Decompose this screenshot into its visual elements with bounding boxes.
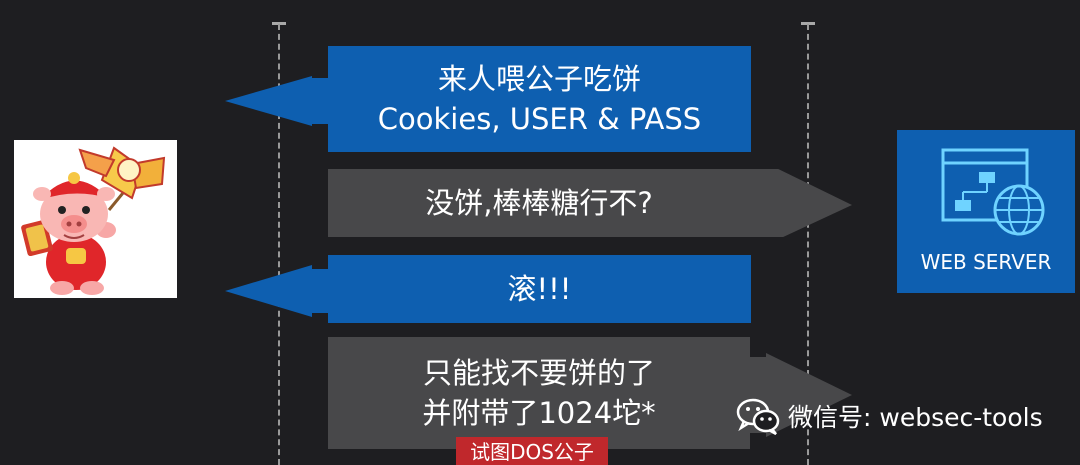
message-request-line-2: Cookies, USER & PASS bbox=[377, 102, 702, 136]
wechat-watermark: 微信号: websec-tools bbox=[736, 396, 1043, 436]
server-lifeline bbox=[807, 24, 809, 465]
message-reject-line-1: 滚!!! bbox=[507, 272, 572, 306]
arrow-left-shape bbox=[225, 46, 751, 152]
arrow-right-shape bbox=[328, 337, 852, 449]
pig-mascot-image bbox=[21, 146, 166, 295]
message-request-line-1: 来人喂公子吃饼 bbox=[437, 62, 641, 96]
message-reply-line-1: 没饼,棒棒糖行不? bbox=[425, 186, 653, 220]
sitemap-globe-icon bbox=[941, 148, 1045, 236]
dos-note: 试图DOS公子 bbox=[456, 437, 608, 465]
client-avatar bbox=[14, 140, 177, 298]
arrow-right-shape bbox=[328, 169, 852, 237]
client-lifeline bbox=[278, 24, 280, 465]
message-request: 来人喂公子吃饼 Cookies, USER & PASS bbox=[225, 46, 751, 152]
arrow-left-shape bbox=[225, 255, 751, 323]
watermark-text: 微信号: websec-tools bbox=[788, 403, 1043, 432]
client-lifeline-cap bbox=[272, 22, 286, 25]
message-reply: 没饼,棒棒糖行不? bbox=[328, 169, 852, 237]
server-lifeline-cap bbox=[801, 22, 815, 25]
wechat-icon bbox=[736, 398, 780, 435]
web-server: WEB SERVER bbox=[897, 130, 1075, 293]
message-dos-line-2: 并附带了1024坨* bbox=[422, 396, 656, 430]
message-dos: 只能找不要饼的了 并附带了1024坨* bbox=[328, 337, 852, 449]
message-reject: 滚!!! bbox=[225, 255, 751, 323]
web-server-label: WEB SERVER bbox=[920, 250, 1052, 274]
message-dos-line-1: 只能找不要饼的了 bbox=[422, 356, 655, 390]
